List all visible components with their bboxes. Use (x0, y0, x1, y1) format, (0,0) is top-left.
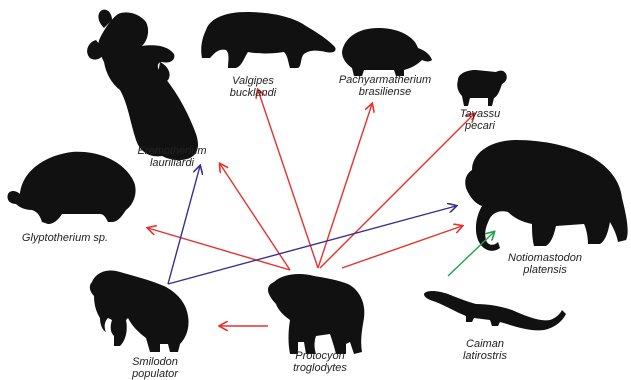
label-glyptotherium: Glyptotherium sp. (10, 232, 120, 244)
arrow-protocyon-to-glyptotherium (148, 228, 290, 270)
smilodon-prey-arrows (168, 166, 456, 284)
mastodon-icon (465, 140, 627, 251)
label-protocyon: Protocyon troglodytes (280, 350, 360, 374)
arrow-smilodon-to-notiomastodon (168, 206, 456, 284)
label-caiman: Caiman latirostris (450, 338, 520, 362)
caiman-prey-arrow (448, 232, 494, 276)
glyptodont-icon (7, 152, 135, 224)
canid-icon (268, 274, 364, 354)
label-pachyarmatherium: Pachyarmatherium brasiliense (330, 74, 440, 98)
ground-sloth-icon (201, 12, 335, 68)
label-smilodon: Smilodon populator (120, 356, 190, 380)
label-tayassu: Tayassu pecari (450, 108, 510, 132)
label-eremotherium: Eremotherium laurillardi (122, 145, 222, 169)
arrow-smilodon-to-eremotherium (168, 166, 200, 284)
giant-ground-sloth-icon (87, 10, 198, 161)
label-notiomastodon: Notiomastodon platensis (500, 252, 590, 276)
arrow-caiman-to-notiomastodon (448, 232, 494, 276)
label-valgipes: Valgipes bucklandi (218, 75, 288, 99)
arrow-protocyon-to-valgipes (258, 90, 318, 268)
armadillo-icon (342, 28, 432, 76)
peccary-icon (457, 70, 507, 106)
caiman-icon (424, 291, 566, 330)
